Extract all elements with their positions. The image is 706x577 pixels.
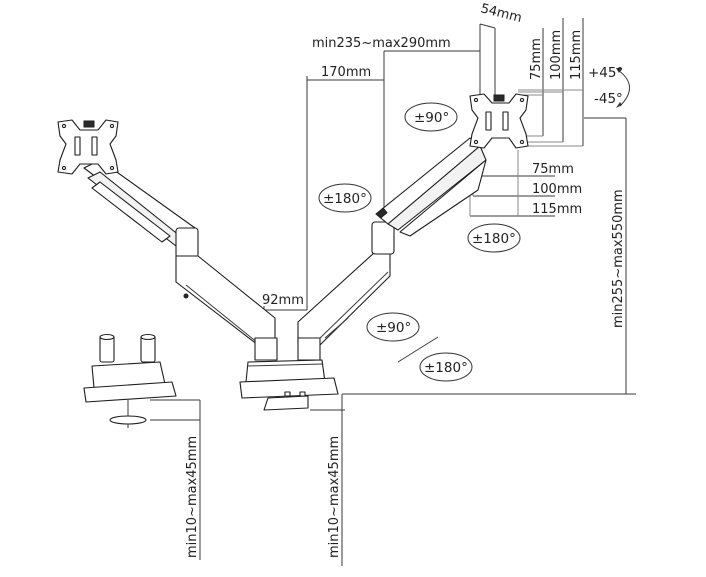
- right-vesa-plate: [469, 93, 529, 149]
- rotation-ellipse-swivel-head: [404, 102, 458, 132]
- label-vesa-v-100: 100mm: [549, 30, 564, 80]
- screw-hole: [473, 97, 479, 103]
- rotation-ellipse-elbow-left: [318, 183, 372, 213]
- slot: [74, 136, 81, 156]
- pivot-dot: [183, 293, 189, 299]
- tilt-arrow: [616, 102, 622, 108]
- joint-cap: [376, 207, 388, 219]
- screw-hole: [61, 165, 67, 171]
- screw-hole: [519, 97, 525, 103]
- screw-hole: [61, 123, 67, 129]
- grommet-base: [83, 333, 177, 428]
- desk-clamp-plate: [263, 395, 309, 411]
- label-vesa-h-75: 75mm: [532, 162, 574, 177]
- right-arm: [297, 93, 529, 346]
- left-forearm-side: [87, 171, 186, 247]
- pole-left: [254, 337, 278, 361]
- labels: min235~max290mm 170mm 54mm 92mm 75mm 100…: [185, 1, 626, 558]
- tilt-knob: [493, 94, 505, 102]
- screw-hole: [473, 139, 479, 145]
- left-vesa-plate: [57, 119, 119, 175]
- screw-hole: [519, 139, 525, 145]
- right-forearm-lower: [399, 159, 487, 237]
- base-edge: [247, 363, 323, 367]
- rotation-ellipse-base-arm: [366, 312, 420, 342]
- label-clamp-left: min10~max45mm: [185, 436, 200, 558]
- label-height-range: min255~max550mm: [611, 189, 626, 328]
- right-elbow: [371, 221, 395, 255]
- clip: [299, 391, 306, 397]
- label-upper-arm: 170mm: [321, 65, 371, 80]
- label-swivel-head: ±90°: [414, 110, 449, 126]
- label-arm-span: min235~max290mm: [312, 36, 451, 51]
- arm-edge: [185, 284, 259, 344]
- rotation-ellipse-base-rotation: [419, 352, 473, 382]
- pole-top: [140, 333, 156, 341]
- pole-right: [297, 337, 321, 361]
- label-pole-gap: 92mm: [262, 293, 304, 308]
- left-lower-arm: [175, 255, 276, 346]
- left-arm: [57, 119, 276, 346]
- label-clamp-right: min10~max45mm: [327, 436, 342, 558]
- label-rotation-head: ±180°: [472, 231, 516, 247]
- screw-hole: [109, 123, 115, 129]
- label-vesa-v-75: 75mm: [529, 38, 544, 80]
- grommet-plate: [83, 381, 177, 403]
- slot: [485, 111, 492, 131]
- slot: [91, 136, 98, 156]
- pole-top: [99, 333, 115, 341]
- slot: [502, 111, 509, 131]
- left-elbow: [175, 227, 199, 259]
- tilt-arrow: [616, 68, 622, 73]
- label-vesa-v-115: 115mm: [569, 30, 584, 80]
- dim-line-54: [479, 23, 496, 29]
- arm-edge: [317, 271, 389, 341]
- label-elbow-left: ±180°: [323, 191, 367, 207]
- center-base: [239, 337, 339, 411]
- clip: [284, 391, 291, 397]
- label-tilt-head-depth: 54mm: [479, 1, 523, 26]
- grommet-washer: [109, 415, 147, 425]
- arm-edge: [324, 317, 349, 339]
- rotation-separator: [397, 336, 439, 363]
- rotation-indicators: [318, 68, 630, 382]
- screw-hole: [109, 165, 115, 171]
- label-vesa-h-100: 100mm: [532, 182, 582, 197]
- left-forearm-lower: [91, 181, 171, 243]
- rotation-ellipse-rotation-head: [467, 223, 521, 253]
- label-base-rotation: ±180°: [424, 360, 468, 376]
- label-tilt-up: +45°: [588, 65, 623, 81]
- label-base-arm: ±90°: [376, 320, 411, 336]
- base-plate: [239, 377, 339, 399]
- tilt-arc: [617, 69, 630, 107]
- label-vesa-h-115: 115mm: [532, 202, 582, 217]
- label-tilt-down: -45°: [594, 91, 623, 107]
- tilt-knob: [83, 120, 95, 128]
